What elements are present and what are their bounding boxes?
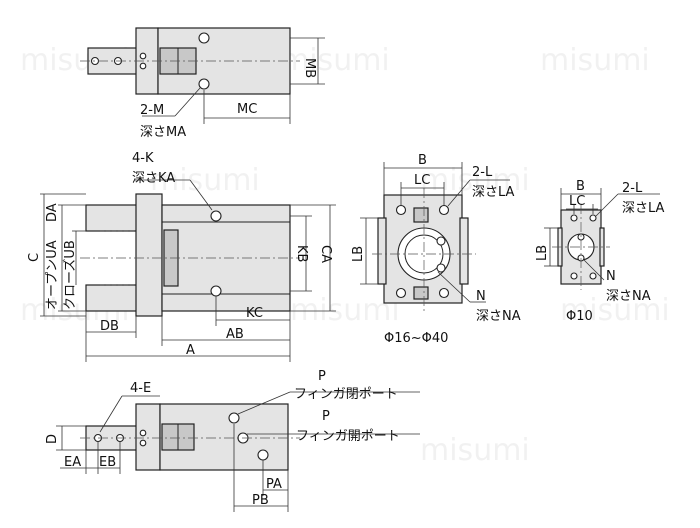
mount-hole [589,214,597,222]
upper-finger [85,204,139,232]
screw-icon [139,62,147,70]
watermark-text: misumi [420,163,530,198]
label-2L: 2-L [472,165,493,180]
dim-LB-small: LB [535,245,550,261]
watermark-text: misumi [560,293,670,328]
dim-KB: KB [294,245,309,262]
mount-hole [438,287,450,299]
dim-PB: PB [252,493,269,508]
label-depth-KA: 深さKA [132,171,175,186]
dim-LC-small: LC [569,194,585,209]
dim-EB: EB [99,455,116,470]
dim-D: D [45,434,60,444]
watermark-text: misumi [280,43,390,78]
finger-block [135,193,163,317]
side-view-small: B LC LB 2-L 深さLA N 深さNA Φ10 [535,179,665,324]
screw-icon [139,429,147,437]
mount-hole [570,214,578,222]
dim-CA: CA [318,245,333,263]
mount-hole [589,272,597,280]
label-N-small: N [606,269,616,284]
label-depth-LA-small: 深さLA [622,201,665,216]
screw-icon [139,439,147,447]
port-block [413,286,429,300]
lower-finger [85,284,139,312]
mount-hole [570,272,578,280]
side-flange-left [377,217,387,285]
dim-UA: オープンUA [45,240,60,310]
dim-B-small: B [576,179,585,194]
dim-DA: DA [45,203,60,222]
label-depth-MA: 深さMA [140,125,186,140]
mount-hole [257,449,269,461]
label-depth-NA: 深さNA [476,309,521,324]
bottom-view: 4-E D EA EB P フィンガ閉ポート P フィンガ開ポート PA PB [45,369,420,512]
dim-B: B [418,153,427,168]
side-flange-right [459,217,469,285]
dim-MC: MC [237,102,257,117]
mount-hole [198,32,210,44]
dim-AB: AB [226,327,244,342]
screw-icon [139,52,147,60]
finger-head-bottom [135,403,161,471]
dim-EA: EA [64,455,81,470]
dim-DB: DB [100,319,119,334]
mount-hole [210,285,222,297]
label-depth-NA-small: 深さNA [606,289,651,304]
label-P-open: P [322,409,330,424]
dim-LC: LC [414,173,430,188]
label-N: N [476,289,486,304]
dim-PA: PA [266,477,282,492]
side-view-large: B LC LB 2-L 深さLA N 深さNA Φ16~Φ40 [351,153,521,346]
watermark-text: misumi [540,43,650,78]
label-4K: 4-K [132,151,154,166]
port-block [413,207,429,223]
mount-hole [395,204,407,216]
dim-C: C [27,253,42,262]
dim-MB: MB [302,58,317,78]
mount-hole [395,287,407,299]
dim-KC: KC [246,306,263,321]
label-4E: 4-E [130,381,151,396]
watermark-text: misumi [290,293,400,328]
pin-hole [436,263,446,273]
close-port-hole [228,412,240,424]
pin-hole [436,236,446,246]
label-depth-LA: 深さLA [472,185,515,200]
dim-UB: クローズUB [62,240,78,310]
size-phi10-label: Φ10 [566,309,593,324]
front-view: C DA オープンUA クローズUB KB CA 4-K 深さKA DB KC … [27,151,336,362]
dim-A: A [186,343,195,358]
mount-hole [210,210,222,222]
label-P-close: P [318,369,326,384]
label-close-port: フィンガ閉ポート [294,387,398,402]
mount-hole [438,204,450,216]
mount-hole [198,78,210,90]
watermark-text: misumi [420,433,530,468]
watermark-text: misumi [150,163,260,198]
dim-LB: LB [351,246,366,262]
label-2M: 2-M [140,103,164,118]
label-open-port: フィンガ開ポート [296,429,400,444]
label-2L-small: 2-L [622,181,643,196]
size-range-label: Φ16~Φ40 [384,331,448,346]
top-view: MB MC 2-M 深さMA [80,27,325,140]
